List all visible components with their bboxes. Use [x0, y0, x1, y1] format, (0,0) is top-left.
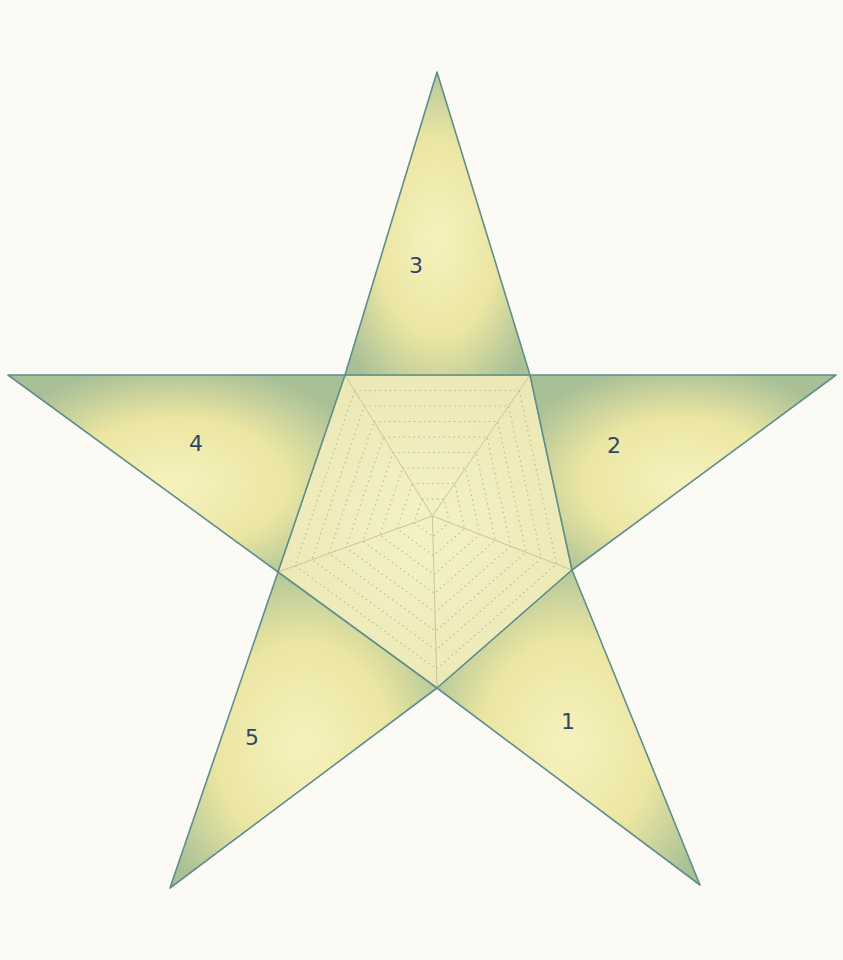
triangle-shape — [8, 375, 345, 572]
dotted-ring — [380, 468, 480, 574]
spoke-line — [432, 516, 437, 688]
dotted-ring — [346, 437, 511, 612]
star-point: 2 — [530, 375, 836, 570]
spoke-line — [432, 375, 530, 516]
triangle-outline — [8, 375, 345, 572]
point-number: 2 — [607, 435, 621, 457]
star-point: 5 — [170, 572, 437, 888]
dotted-ring — [329, 422, 526, 632]
dotted-ring — [312, 406, 541, 650]
point-number: 3 — [409, 255, 423, 277]
triangle-outline — [530, 375, 836, 570]
dotted-ring — [363, 453, 495, 594]
star-point: 1 — [437, 570, 700, 885]
triangle-outline — [437, 570, 700, 885]
triangle-outline — [170, 572, 437, 888]
star-point: 4 — [8, 375, 345, 572]
spoke-line — [278, 516, 432, 572]
spoke-line — [345, 375, 432, 516]
point-number: 1 — [561, 711, 575, 733]
triangle-outline — [345, 72, 530, 375]
triangle-shape — [530, 375, 836, 570]
spoke-line — [432, 516, 572, 570]
point-number: 5 — [245, 727, 259, 749]
dotted-ring — [414, 499, 449, 537]
point-number: 4 — [189, 433, 203, 455]
dotted-ring — [397, 484, 465, 556]
triangle-shape — [345, 72, 530, 375]
star-point: 3 — [345, 72, 530, 375]
triangle-shape — [170, 572, 437, 888]
